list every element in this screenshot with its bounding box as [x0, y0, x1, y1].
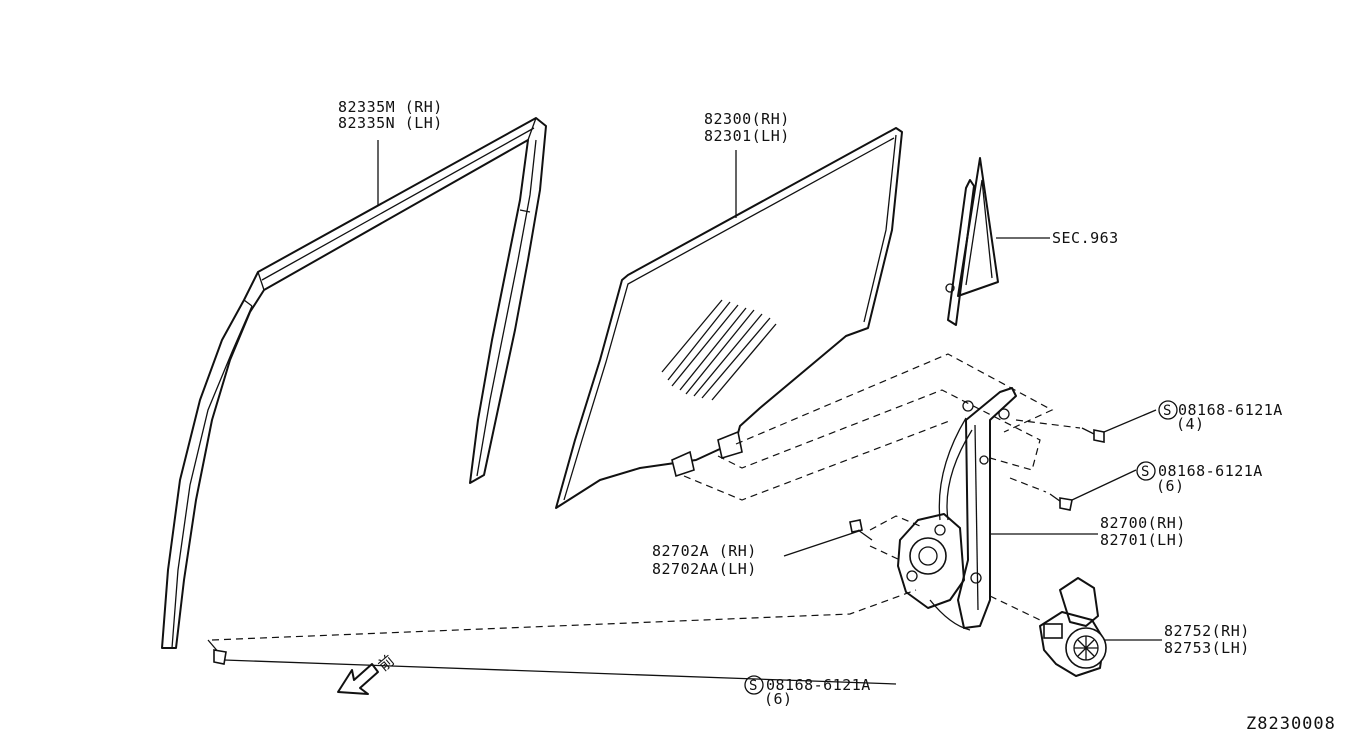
screw-mid-symbol: S: [1141, 464, 1149, 480]
assembly-dashed-lines: [211, 353, 1081, 641]
sash-label-line2: 82335N (LH): [338, 114, 443, 132]
screw-bottom-number: 08168-6121A: [766, 676, 871, 694]
screw-top-qty: (4): [1176, 415, 1205, 433]
screw-top-symbol: S: [1163, 403, 1171, 419]
door-glass-part: [555, 127, 903, 509]
screw-top-callout: S 08168-6121A (4): [1158, 400, 1283, 433]
screw-bottom-callout: S 08168-6121A (6): [744, 675, 871, 708]
screw-bottom-symbol: S: [749, 678, 757, 694]
screw-top-number: 08168-6121A: [1178, 401, 1283, 419]
front-arrow-icon: [337, 663, 379, 695]
screw-mid-number: 08168-6121A: [1158, 462, 1263, 480]
motor-label-line1: 82752(RH): [1164, 622, 1250, 640]
screw-mid-callout: S 08168-6121A (6): [1136, 461, 1263, 495]
sash-label-line1: 82335M (RH): [338, 98, 443, 116]
bolt-label-line2: 82702AA(LH): [652, 560, 757, 578]
sec-label: SEC.963: [1052, 229, 1119, 247]
motor-label-line2: 82753(LH): [1164, 639, 1250, 657]
bolt-label-line1: 82702A (RH): [652, 542, 757, 560]
window-regulator-part: [897, 387, 1017, 631]
regulator-motor-part: [1039, 577, 1107, 677]
corner-glass-part: [945, 157, 999, 326]
screw-bottom-part: [207, 639, 227, 665]
screw-top-part: [1081, 427, 1105, 443]
screw-bottom-qty: (6): [764, 690, 793, 708]
regulator-label-line2: 82701(LH): [1100, 531, 1186, 549]
glass-hatch: [661, 299, 777, 401]
regulator-label-line1: 82700(RH): [1100, 514, 1186, 532]
screw-mid-part: [1049, 493, 1073, 511]
leader-lines: [223, 140, 1162, 685]
glass-label-line1: 82300(RH): [704, 110, 790, 128]
screw-mid-qty: (6): [1156, 477, 1185, 495]
glass-label-line2: 82301(LH): [704, 127, 790, 145]
diagram-code: Z8230008: [1246, 714, 1336, 734]
door-sash-part: [161, 117, 547, 649]
